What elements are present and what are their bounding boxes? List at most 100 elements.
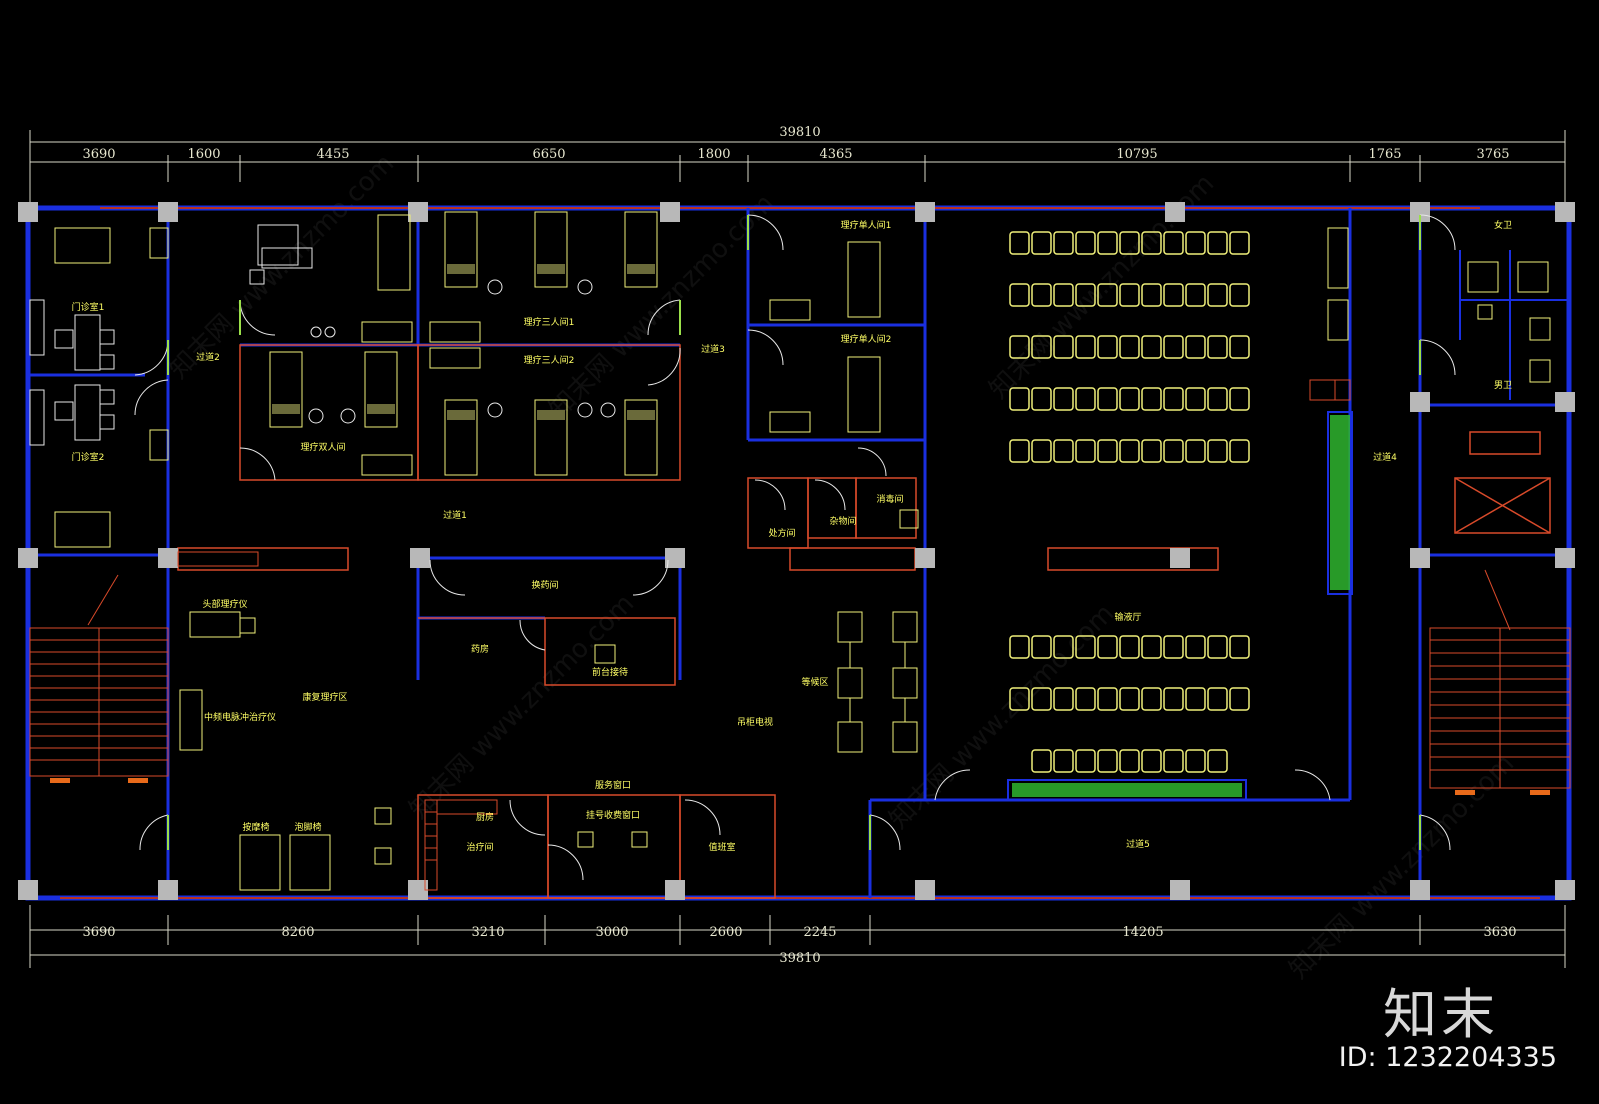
infusion-chair (1229, 635, 1250, 659)
infusion-chair (1141, 635, 1162, 659)
therapy-equipment (179, 509, 919, 891)
infusion-chair (1141, 231, 1162, 255)
infusion-chair (1207, 231, 1228, 255)
columns (18, 202, 1575, 900)
infusion-chair (1009, 687, 1030, 711)
infusion-chair (1119, 387, 1140, 411)
infusion-chair (1097, 387, 1118, 411)
outpatient-furniture (29, 224, 313, 446)
dim-bottom-6: 2245 (803, 925, 836, 940)
infusion-chair (1053, 749, 1074, 773)
label-chair-b: 泡脚椅 (294, 821, 321, 833)
infusion-chair (1053, 635, 1074, 659)
kitchen-counter (177, 379, 1351, 891)
infusion-chair (1185, 635, 1206, 659)
label-corridor-5: 过道5 (1126, 838, 1150, 850)
infusion-chair (1207, 635, 1228, 659)
infusion-chair (1009, 283, 1030, 307)
dim-top-5: 1800 (697, 147, 730, 162)
dim-top-4: 6650 (532, 147, 565, 162)
infusion-chair (1119, 687, 1140, 711)
infusion-chair (1119, 335, 1140, 359)
label-duty-room: 值班室 (708, 841, 735, 853)
infusion-chair (1141, 687, 1162, 711)
infusion-chair (1163, 635, 1184, 659)
dim-top-1: 3690 (82, 147, 115, 162)
dim-bottom-total: 39810 (779, 951, 820, 966)
infusion-chair (1031, 283, 1052, 307)
infusion-chair (1163, 231, 1184, 255)
infusion-chair (1097, 283, 1118, 307)
door-leaves (167, 215, 1421, 850)
label-waiting-area: 等候区 (801, 676, 828, 688)
label-storage: 杂物间 (829, 515, 856, 527)
toilets (1467, 261, 1551, 383)
infusion-chair (1031, 231, 1052, 255)
infusion-chair (1097, 687, 1118, 711)
infusion-chair (1009, 231, 1030, 255)
label-double-ward: 理疗双人间 (300, 441, 345, 453)
infusion-chair (1141, 439, 1162, 463)
infusion-chair (1053, 335, 1074, 359)
watermark: 知末网 www.znzmo.com 知末网 www.znzmo.com 知末网 … (164, 149, 1520, 985)
dim-bottom-3: 3210 (471, 925, 504, 940)
infusion-chair (1163, 283, 1184, 307)
infusion-chair (1185, 387, 1206, 411)
image-id-label: ID: 1232204335 (1338, 1042, 1557, 1073)
infusion-chair (1031, 387, 1052, 411)
infusion-chair (1141, 387, 1162, 411)
dim-top-3: 4455 (316, 147, 349, 162)
infusion-chair (1097, 231, 1118, 255)
infusion-chair (1075, 231, 1096, 255)
infusion-chair (1229, 439, 1250, 463)
dim-bottom-2: 8260 (281, 925, 314, 940)
infusion-chair (1207, 283, 1228, 307)
label-physio-hall: 康复理疗区 (302, 691, 347, 703)
top-dimension-lines (29, 130, 1566, 205)
infusion-chair (1119, 635, 1140, 659)
infusion-chair (1009, 387, 1030, 411)
infusion-chair (1097, 335, 1118, 359)
stairs-left (29, 574, 169, 777)
infusion-chair (1163, 439, 1184, 463)
label-chair-a: 按摩椅 (242, 821, 269, 833)
infusion-chair (1185, 439, 1206, 463)
label-head-therapy: 头部理疗仪 (202, 598, 247, 610)
infusion-chair (1207, 387, 1228, 411)
label-single-ward-1: 理疗单人间1 (841, 219, 892, 231)
stairs-right (1429, 569, 1571, 789)
beds (54, 211, 881, 548)
infusion-chair (1185, 283, 1206, 307)
infusion-chair (1031, 749, 1052, 773)
infusion-chair (1185, 231, 1206, 255)
brand-logo: 知末 (1383, 983, 1499, 1046)
label-treatment-room: 治疗间 (466, 841, 493, 853)
infusion-chair (1229, 335, 1250, 359)
label-bookkeeping: 处方间 (768, 527, 795, 539)
dim-bottom-5: 2600 (709, 925, 742, 940)
infusion-chair (1075, 749, 1096, 773)
dim-top-total: 39810 (779, 125, 820, 140)
toilet-partitions (1459, 250, 1569, 400)
infusion-chair (1031, 335, 1052, 359)
label-reg-window: 挂号收费窗口 (586, 809, 640, 821)
infusion-chair (1229, 387, 1250, 411)
infusion-chair (1163, 687, 1184, 711)
svg-text:知末网 www.znzmo.com: 知末网 www.znzmo.com (1284, 749, 1520, 985)
label-front-desk: 前台接待 (592, 666, 628, 678)
infusion-chair (1009, 335, 1030, 359)
label-hanging-tv: 吊柜电视 (737, 716, 773, 728)
waiting-chairs (837, 611, 918, 753)
dim-top-9: 3765 (1476, 147, 1509, 162)
dim-top-2: 1600 (187, 147, 220, 162)
infusion-chair (1119, 231, 1140, 255)
plants (1012, 415, 1350, 797)
infusion-chairs (1009, 231, 1250, 773)
infusion-chair (1053, 387, 1074, 411)
infusion-chair (1031, 687, 1052, 711)
infusion-chair (1185, 749, 1206, 773)
partitions (177, 344, 1551, 899)
sinks (149, 227, 1349, 476)
infusion-chair (1229, 687, 1250, 711)
